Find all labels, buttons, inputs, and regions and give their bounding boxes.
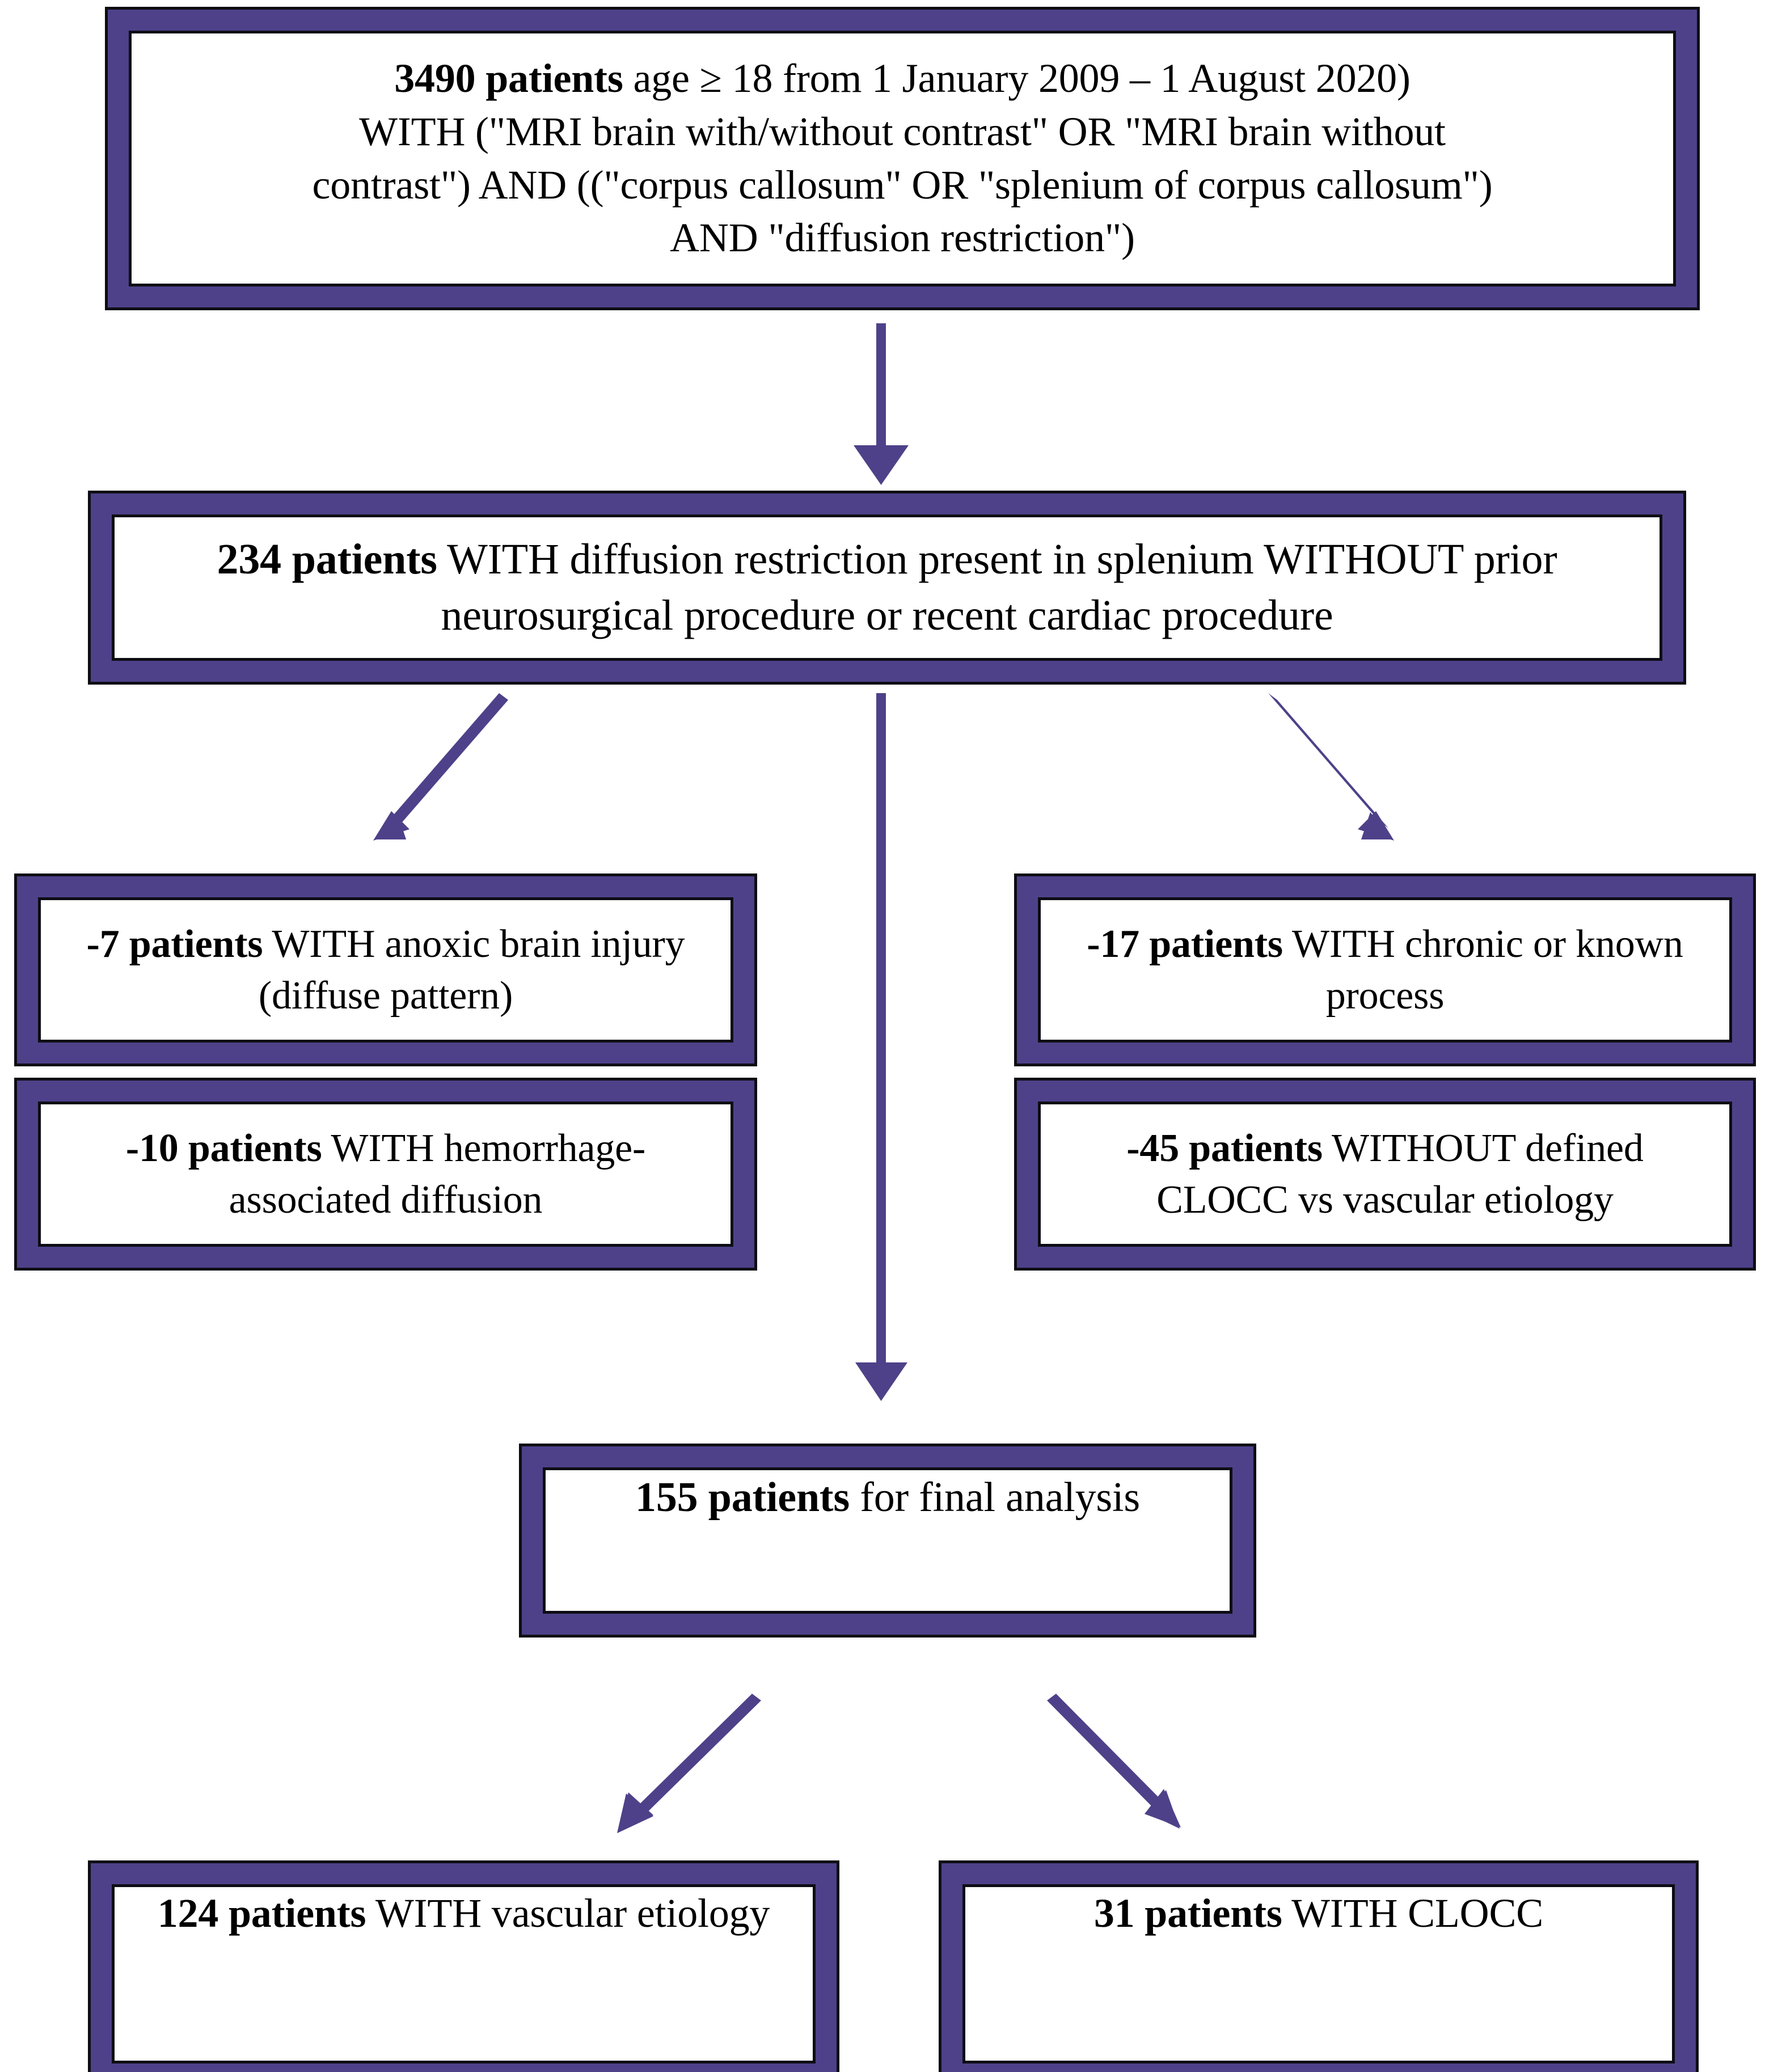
node-cohort-query-panel: 3490 patients age ≥ 18 from 1 January 20… [129,31,1676,286]
exclusion-hemorrhage-rest: WITH hemorrhage-associated diffusion [229,1126,646,1222]
outcome-clocc-rest: WITH CLOCC [1282,1890,1544,1936]
node-exclusion-hemorrhage: -10 patients WITH hemorrhage-associated … [14,1078,757,1271]
exclusion-anoxic-count: -7 patients [86,922,263,966]
cohort-query-line3: contrast") AND (("corpus callosum" OR "s… [312,162,1493,208]
node-final-analysis: 155 patients for final analysis [519,1444,1256,1638]
cohort-query-count: 3490 patients [394,56,623,102]
node-screened: 234 patients WITH diffusion restriction … [88,491,1686,685]
node-outcome-vascular-text: 124 patients WITH vascular etiology [134,1887,793,1940]
cohort-query-line1-rest: age ≥ 18 from 1 January 2009 – 1 August … [623,56,1411,102]
exclusion-undefined-rest: WITHOUT defined CLOCC vs vascular etiolo… [1156,1126,1644,1222]
node-exclusion-hemorrhage-text: -10 patients WITH hemorrhage-associated … [60,1122,711,1226]
node-exclusion-chronic-panel: -17 patients WITH chronic or known proce… [1038,897,1732,1043]
cohort-query-line2: WITH ("MRI brain with/without contrast" … [359,108,1446,154]
node-exclusion-anoxic: -7 patients WITH anoxic brain injury (di… [14,873,757,1066]
node-outcome-clocc-panel: 31 patients WITH CLOCC [962,1884,1675,2063]
node-outcome-vascular-panel: 124 patients WITH vascular etiology [112,1884,816,2063]
node-outcome-clocc: 31 patients WITH CLOCC [939,1860,1699,2072]
screened-count: 234 patients [217,535,437,584]
node-exclusion-undefined: -45 patients WITHOUT defined CLOCC vs va… [1014,1078,1756,1271]
node-exclusion-chronic: -17 patients WITH chronic or known proce… [1014,873,1756,1066]
node-exclusion-undefined-text: -45 patients WITHOUT defined CLOCC vs va… [1060,1122,1710,1226]
node-exclusion-anoxic-panel: -7 patients WITH anoxic brain injury (di… [38,897,733,1043]
node-exclusion-chronic-text: -17 patients WITH chronic or known proce… [1060,918,1710,1022]
node-outcome-vascular: 124 patients WITH vascular etiology [88,1860,839,2072]
arrow-final-to-clocc [1047,1694,1181,1829]
node-screened-text: 234 patients WITH diffusion restriction … [134,531,1640,644]
exclusion-anoxic-rest: WITH anoxic brain injury (diffuse patter… [258,922,685,1018]
arrow-screened-to-left-exclusions [373,693,508,841]
node-exclusion-hemorrhage-panel: -10 patients WITH hemorrhage-associated … [38,1102,733,1247]
exclusion-chronic-rest: WITH chronic or known process [1282,922,1683,1018]
node-final-analysis-panel: 155 patients for final analysis [543,1467,1232,1614]
arrow-cohort-to-screened [854,323,909,485]
cohort-query-line4: AND "diffusion restriction") [670,215,1135,261]
arrow-screened-to-right-exclusions [1268,693,1394,841]
final-analysis-rest: for final analysis [849,1474,1140,1521]
exclusion-hemorrhage-count: -10 patients [125,1126,322,1170]
outcome-vascular-rest: WITH vascular etiology [366,1890,770,1936]
node-cohort-query-text: 3490 patients age ≥ 18 from 1 January 20… [151,52,1654,264]
node-screened-panel: 234 patients WITH diffusion restriction … [112,514,1662,661]
outcome-vascular-count: 124 patients [157,1890,366,1936]
node-cohort-query: 3490 patients age ≥ 18 from 1 January 20… [105,7,1700,310]
node-final-analysis-text: 155 patients for final analysis [565,1470,1210,1525]
final-analysis-count: 155 patients [635,1474,850,1521]
arrow-final-to-vascular [617,1694,761,1833]
exclusion-chronic-count: -17 patients [1087,922,1283,966]
screened-rest: WITH diffusion restriction present in sp… [437,535,1557,639]
node-outcome-clocc-text: 31 patients WITH CLOCC [985,1887,1653,1940]
exclusion-undefined-count: -45 patients [1126,1126,1323,1170]
node-exclusion-undefined-panel: -45 patients WITHOUT defined CLOCC vs va… [1038,1102,1732,1247]
node-exclusion-anoxic-text: -7 patients WITH anoxic brain injury (di… [60,918,711,1022]
outcome-clocc-count: 31 patients [1093,1890,1282,1936]
arrow-screened-to-final [855,693,907,1401]
